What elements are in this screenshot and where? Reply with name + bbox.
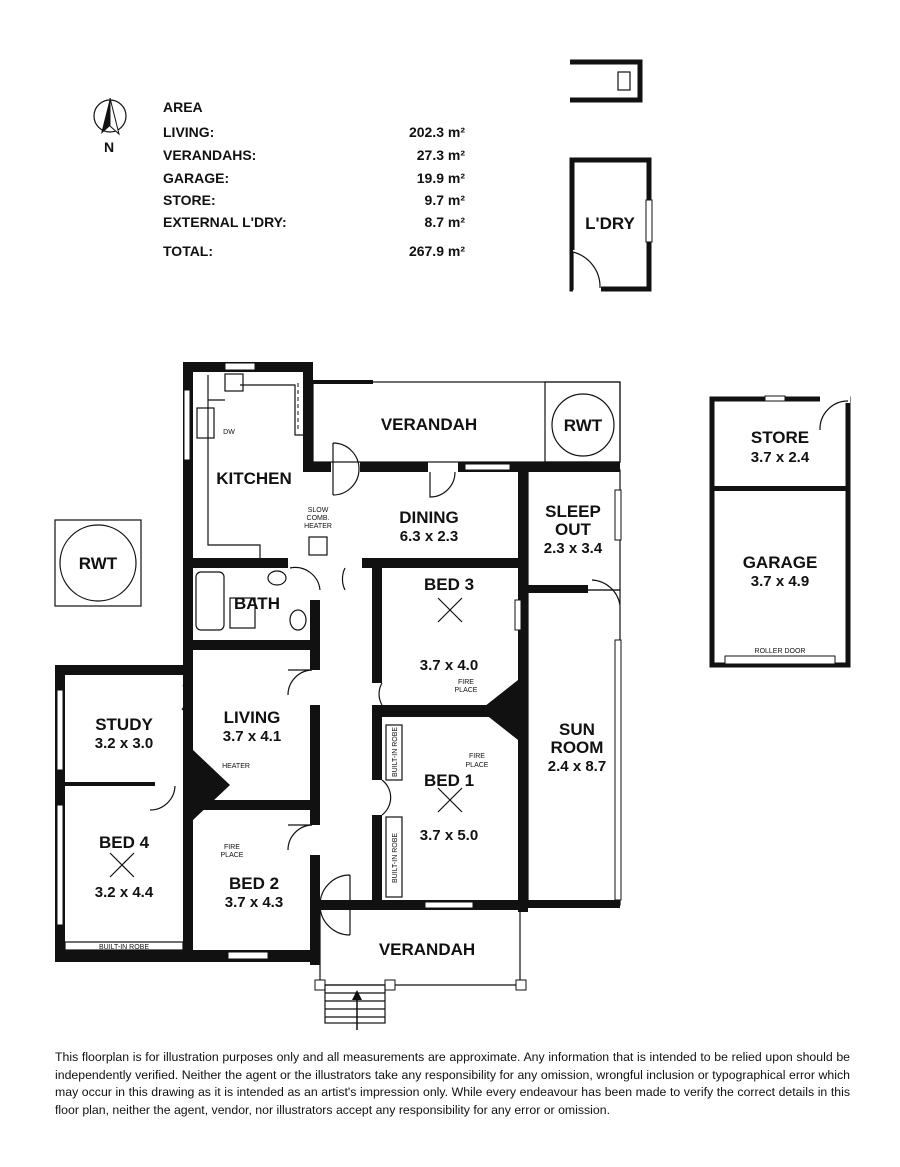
room-label: GARAGE — [743, 553, 818, 572]
room-dimensions: 3.2 x 3.0 — [95, 735, 153, 752]
door-icon — [591, 579, 621, 606]
room-label: STORE — [751, 428, 809, 447]
bathtub-icon — [195, 571, 225, 631]
room-label: BED 3 — [424, 575, 474, 594]
area-value: 9.7 m² — [425, 192, 466, 208]
entry-arrow-icon — [352, 990, 362, 1000]
area-label: LIVING: — [163, 124, 214, 140]
area-label: GARAGE: — [163, 170, 229, 186]
rainwater-tank: RWT — [544, 381, 621, 463]
store-garage: STORE 3.7 x 2.4 GARAGE 3.7 x 4.9 ROLLER … — [709, 395, 851, 668]
fireplace-label: PLACE — [221, 852, 244, 859]
room-label: ROOM — [551, 738, 604, 757]
built-in-robe-label: BUILT-IN ROBE — [392, 833, 399, 883]
rwt-label: RWT — [564, 416, 603, 435]
heater-label: HEATER — [222, 763, 250, 770]
rwt-label: RWT — [79, 554, 118, 573]
area-value: 202.3 m² — [409, 124, 465, 140]
door-icon — [429, 471, 456, 498]
room-label: VERANDAH — [379, 940, 475, 959]
heater-label: SLOW — [308, 507, 329, 514]
door-icon — [381, 779, 392, 816]
room-dimensions: 3.2 x 4.4 — [95, 884, 154, 901]
heater-label: COMB. — [307, 515, 330, 522]
cooktop-icon — [224, 373, 244, 392]
room-dimensions: 2.4 x 8.7 — [548, 758, 606, 775]
toilet-icon — [617, 71, 631, 91]
front-steps — [324, 984, 386, 1024]
shower-icon — [229, 597, 256, 629]
built-in-robe-label: BUILT-IN ROBE — [99, 944, 149, 951]
room-label: DINING — [399, 508, 459, 527]
built-in-robe-label: BUILT-IN ROBE — [392, 727, 399, 777]
fireplace-label: FIRE — [469, 753, 485, 760]
room-label: BED 2 — [229, 874, 279, 893]
room-dimensions: 3.7 x 4.9 — [751, 573, 809, 590]
room-label: LIVING — [224, 708, 281, 727]
rainwater-tank: RWT — [54, 519, 142, 607]
room-label: OUT — [555, 520, 592, 539]
door-icon — [149, 785, 176, 811]
room-label: L'DRY — [585, 214, 635, 233]
room-label: SLEEP — [545, 502, 601, 521]
room-dimensions: 3.7 x 4.0 — [420, 657, 478, 674]
door-icon — [319, 874, 351, 936]
area-title: AREA — [163, 99, 203, 115]
door-icon — [332, 442, 360, 496]
room-label: BED 4 — [99, 833, 150, 852]
sink-icon — [196, 407, 215, 439]
disclaimer: This floorplan is for illustration purpo… — [55, 1050, 850, 1117]
area-label: VERANDAHS: — [163, 147, 256, 163]
basin-icon — [267, 570, 287, 586]
room-labels: KITCHEN DW SLOW COMB. HEATER VERANDAH DI… — [95, 415, 606, 959]
door-icon — [289, 566, 346, 591]
north-label: N — [104, 139, 114, 155]
area-value: 19.9 m² — [417, 170, 466, 186]
room-dimensions: 3.7 x 4.3 — [225, 894, 283, 911]
area-total-label: TOTAL: — [163, 243, 213, 259]
area-total-value: 267.9 m² — [409, 243, 465, 259]
fireplace-label: FIRE — [224, 844, 240, 851]
roller-door-label: ROLLER DOOR — [755, 648, 806, 655]
fireplace-label: PLACE — [466, 762, 489, 769]
door-icon — [287, 669, 313, 696]
room-label: BATH — [234, 594, 280, 613]
area-label: EXTERNAL L'DRY: — [163, 214, 287, 230]
fireplace-label: FIRE — [458, 679, 474, 686]
room-label: SUN — [559, 720, 595, 739]
north-arrow-icon: N — [93, 97, 127, 155]
room-dimensions: 3.7 x 5.0 — [420, 827, 478, 844]
heater-label: HEATER — [304, 523, 332, 530]
room-dimensions: 3.7 x 4.1 — [223, 728, 281, 745]
area-label: STORE: — [163, 192, 216, 208]
room-label: KITCHEN — [216, 469, 292, 488]
house-walls — [55, 362, 622, 1030]
door-icon — [572, 251, 601, 290]
room-dimensions: 3.7 x 2.4 — [751, 449, 810, 466]
door-icon — [378, 682, 383, 706]
external-toilet — [570, 59, 643, 103]
area-value: 27.3 m² — [417, 147, 466, 163]
area-value: 8.7 m² — [425, 214, 466, 230]
room-dimensions: 6.3 x 2.3 — [400, 528, 458, 545]
toilet-icon — [289, 609, 307, 631]
fireplace-label: PLACE — [455, 687, 478, 694]
ceiling-fan-icon — [109, 852, 135, 878]
door-icon — [181, 684, 187, 711]
door-icon — [287, 824, 313, 851]
room-label: STUDY — [95, 715, 153, 734]
room-label: BED 1 — [424, 771, 474, 790]
room-dimensions: 2.3 x 3.4 — [544, 540, 603, 557]
room-label: VERANDAH — [381, 415, 477, 434]
laundry-room: L'DRY — [569, 157, 653, 292]
area-table: AREA LIVING: 202.3 m² VERANDAHS: 27.3 m²… — [163, 99, 465, 259]
dishwasher-label: DW — [223, 429, 235, 436]
ceiling-fan-icon — [437, 597, 463, 623]
ceiling-fan-icon — [437, 787, 463, 813]
slow-combustion-heater-icon — [308, 536, 328, 556]
